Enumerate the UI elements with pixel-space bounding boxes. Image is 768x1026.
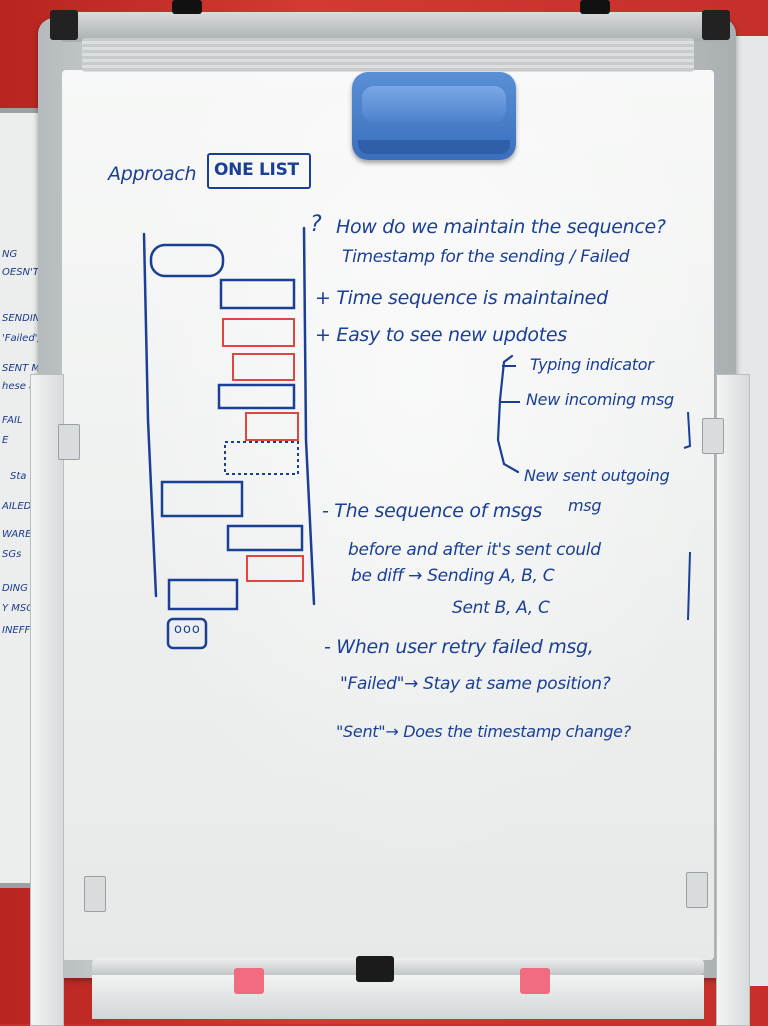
con-sequence-diff-2: before and after it's sent could — [348, 540, 601, 560]
msg-bubble-failed-1 — [222, 318, 295, 347]
bg-fragment: OESN'T — [2, 267, 39, 278]
bg-fragment: SGs — [2, 549, 22, 560]
pro-time-sequence: + Time sequence is maintained — [315, 287, 608, 309]
msg-bubble-incoming-2 — [160, 480, 244, 518]
msg-bubble-incoming-3 — [167, 578, 239, 611]
hinge-right-lower — [686, 872, 708, 908]
whiteboard-eraser[interactable] — [352, 72, 516, 160]
pink-marker-cap-right[interactable] — [520, 968, 550, 994]
pink-marker-cap-left[interactable] — [234, 968, 264, 994]
stand-post-left — [30, 374, 64, 1026]
bg-fragment: Y MSGs — [2, 603, 40, 614]
answer-timestamp: Timestamp for the sending / Failed — [342, 247, 630, 267]
top-clip-left — [172, 0, 202, 14]
pro-easy-updates: + Easy to see new updotes — [315, 324, 567, 346]
edge-mark-2 — [687, 551, 691, 621]
bg-fragment: AILED — [2, 501, 32, 512]
msg-bubble-sent-1 — [219, 278, 296, 310]
con-sequence-diff-1: - The sequence of msgs — [322, 500, 542, 522]
con-retry-3: "Sent"→ Does the timestamp change? — [336, 722, 631, 741]
list-left-line — [142, 232, 158, 598]
heading-one-list: ONE LIST — [214, 160, 299, 180]
con-retry-2: "Failed"→ Stay at same position? — [340, 674, 611, 694]
bg-fragment: FAIL — [2, 415, 23, 426]
con-retry-1: - When user retry failed msg, — [324, 636, 594, 658]
msg-bubble-failed-3 — [245, 412, 299, 441]
bg-fragment: NG — [2, 249, 18, 260]
msg-bubble-sent-2 — [217, 383, 296, 410]
bracket-sub-bullets — [496, 354, 520, 474]
sub-new-sent-msg: msg — [568, 496, 602, 515]
stand-base — [92, 975, 704, 1019]
sub-new-incoming: New incoming msg — [526, 390, 674, 409]
stand-post-right — [716, 374, 750, 1026]
sub-new-sent: New sent outgoing — [524, 466, 670, 485]
sub-typing-indicator: Typing indicator — [530, 355, 654, 374]
msg-bubble-incoming-1 — [149, 243, 225, 278]
whiteboard-top-tray — [82, 38, 694, 72]
bg-fragment: 'Failed') — [2, 333, 42, 344]
bg-fragment: E — [2, 435, 9, 446]
bg-fragment: SENT MSG — [2, 363, 55, 374]
question-mark: ? — [310, 212, 322, 237]
bg-fragment: hese a — [2, 381, 36, 392]
rail-end-cap-right — [702, 10, 730, 40]
bg-fragment: Sta — [10, 471, 27, 482]
edge-mark-1 — [683, 411, 692, 449]
bg-fragment: INEFFIC — [2, 625, 41, 636]
con-sequence-diff-4: Sent B, A, C — [452, 598, 550, 618]
whiteboard-top-rail — [60, 12, 730, 42]
bg-fragment: DING A — [2, 583, 38, 594]
heading-box — [207, 153, 311, 189]
heading-approach: Approach — [108, 163, 197, 185]
bg-fragment: WARE — [2, 529, 32, 540]
msg-bubble-failed-4 — [246, 555, 304, 582]
hinge-left-lower — [84, 876, 106, 912]
con-sequence-diff-3: be diff → Sending A, B, C — [351, 566, 555, 586]
list-right-line — [302, 226, 316, 606]
top-clip-right — [580, 0, 610, 14]
bg-fragment: SENDING — [2, 313, 49, 324]
typing-indicator-bubble — [166, 617, 208, 650]
msg-bubble-pending — [224, 441, 299, 475]
question-sequence: How do we maintain the sequence? — [336, 216, 666, 238]
black-marker[interactable] — [356, 956, 394, 982]
hinge-right-upper — [702, 418, 724, 454]
rail-end-cap-left — [50, 10, 78, 40]
typing-dots: ooo — [174, 622, 201, 637]
msg-bubble-failed-2 — [232, 353, 295, 381]
hinge-left-upper — [58, 424, 80, 460]
msg-bubble-sent-3 — [226, 524, 304, 552]
